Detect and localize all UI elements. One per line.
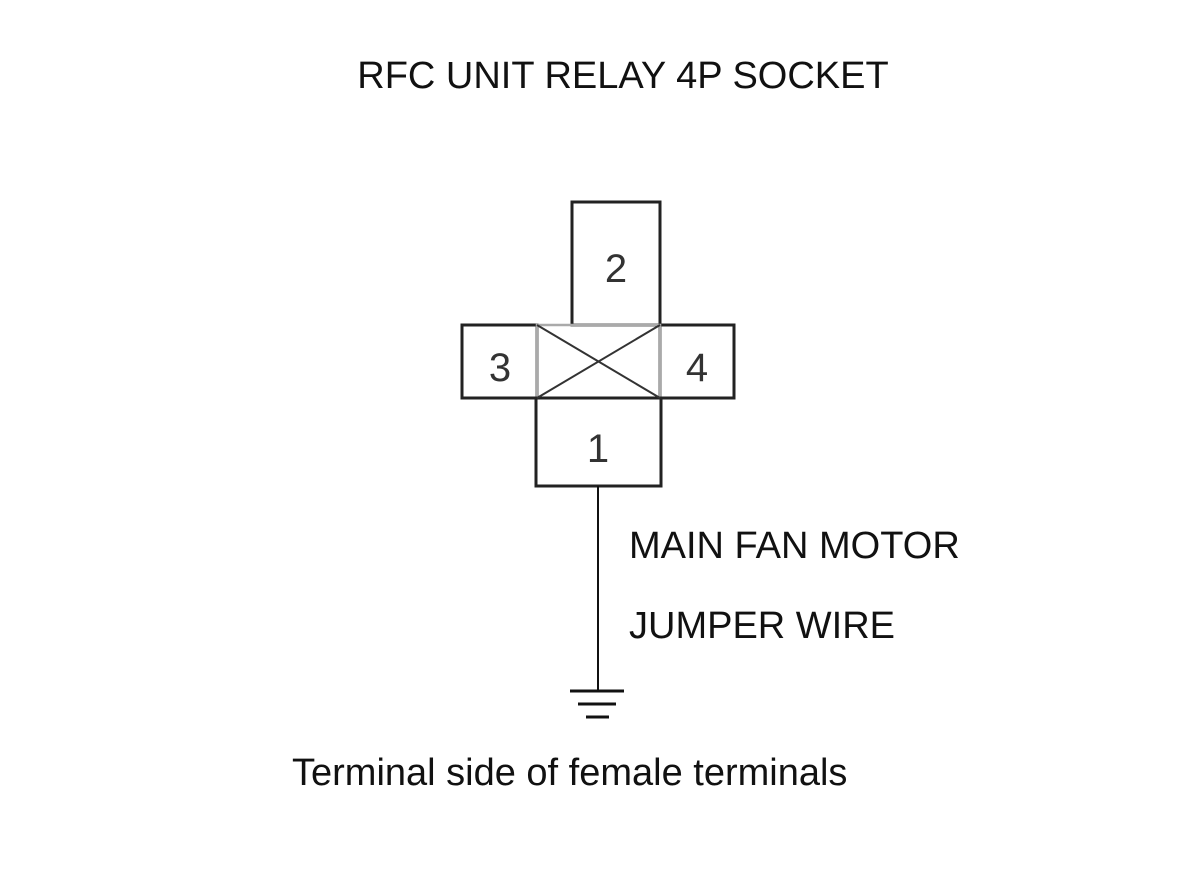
terminal-4-label: 4 (686, 346, 708, 390)
terminal-1-label: 1 (587, 427, 609, 471)
diagram-caption: Terminal side of female terminals (292, 752, 847, 794)
ground-icon (570, 689, 624, 719)
wire-label-line2: JUMPER WIRE (629, 605, 895, 647)
wire-label-line1: MAIN FAN MOTOR (629, 525, 960, 567)
connector-4p-socket: 2 3 4 1 (460, 200, 736, 488)
diagram-title: RFC UNIT RELAY 4P SOCKET (357, 55, 888, 97)
terminal-3-label: 3 (489, 346, 511, 390)
center-cross-line-b (536, 324, 661, 399)
terminal-2-label: 2 (605, 247, 627, 291)
